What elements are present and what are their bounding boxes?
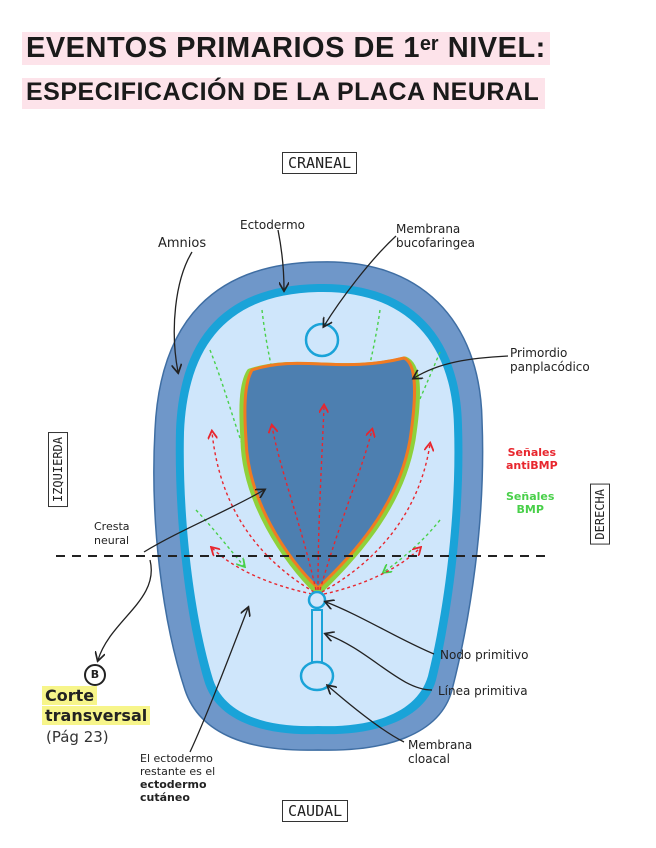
cranial-label: CRANEAL xyxy=(282,152,358,174)
page-title-line1: EVENTOS PRIMARIOS DE 1ᵉʳ NIVEL: xyxy=(22,32,550,65)
legend-bmp: Señales BMP xyxy=(506,490,555,516)
label-membrana-cloacal: Membrana cloacal xyxy=(408,738,473,766)
neural-plate xyxy=(243,356,417,591)
caudal-label: CAUDAL xyxy=(282,800,349,822)
primitive-streak xyxy=(311,609,323,665)
legend-antibmp: Señales antiBMP xyxy=(506,446,558,472)
reference-badge: B xyxy=(84,664,106,686)
label-linea-primitiva: Línea primitiva xyxy=(438,684,528,698)
label-ectodermo: Ectodermo xyxy=(240,218,305,232)
primitive-node xyxy=(307,590,327,610)
label-cresta-neural: Cresta neural xyxy=(94,520,130,547)
reference-corte-transversal: Corte transversal xyxy=(42,686,151,726)
label-membrana-bucofaringea: Membrana bucofaringea xyxy=(396,222,475,250)
page-title-line2: ESPECIFICACIÓN DE LA PLACA NEURAL xyxy=(22,78,546,109)
bucopharyngeal-membrane xyxy=(304,322,340,358)
label-primordio-panplacodico: Primordio panplacódico xyxy=(510,346,590,374)
label-nodo-primitivo: Nodo primitivo xyxy=(440,648,529,662)
label-amnios: Amnios xyxy=(158,236,207,251)
cloacal-membrane xyxy=(299,660,335,692)
reference-page: (Pág 23) xyxy=(46,728,109,746)
label-ectodermo-restante: El ectodermo restante es el ectodermo cu… xyxy=(140,752,216,804)
